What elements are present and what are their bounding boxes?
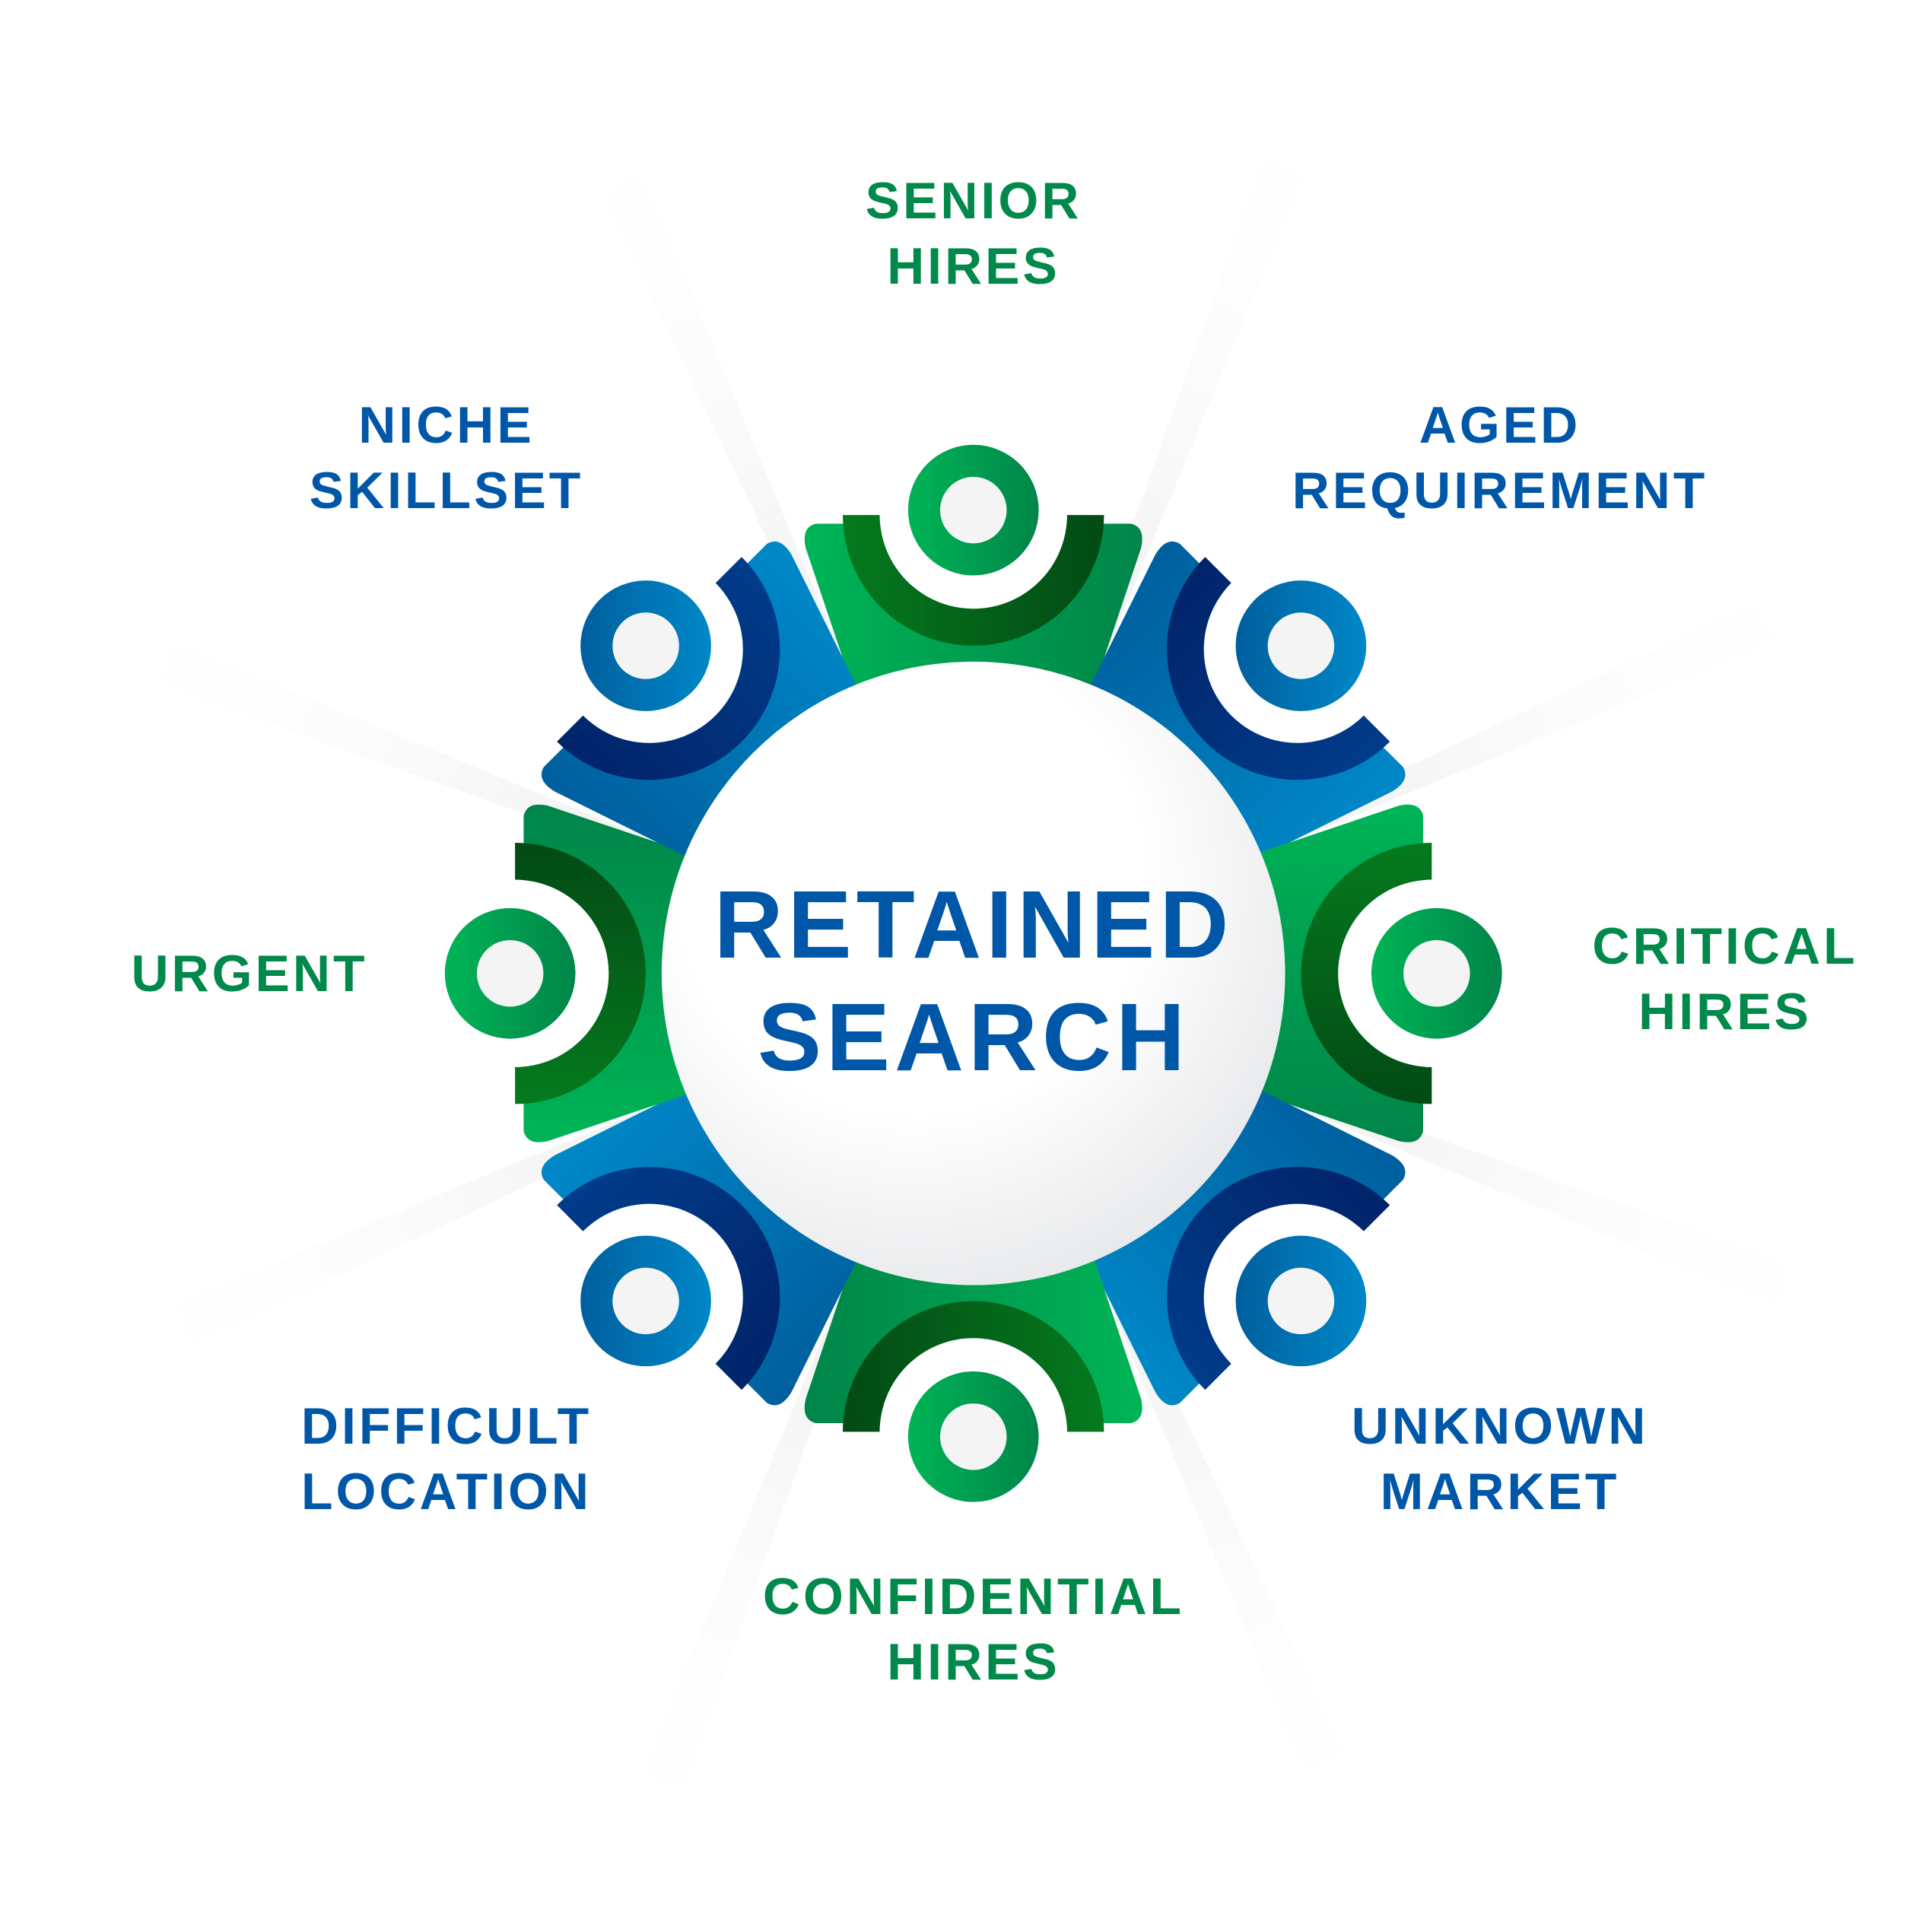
label-senior-hires: SENIOR HIRES bbox=[866, 168, 1082, 299]
figure-head bbox=[1235, 1235, 1367, 1367]
figure-arms bbox=[557, 557, 780, 780]
figure-head bbox=[1235, 580, 1367, 711]
figure-head bbox=[907, 444, 1039, 576]
person-figure-blue bbox=[1090, 1090, 1406, 1406]
label-line: AGED bbox=[1419, 396, 1581, 454]
label-line: HIRES bbox=[887, 237, 1060, 295]
label-line: URGENT bbox=[131, 945, 368, 1003]
person-figure-green bbox=[804, 1259, 1142, 1502]
figure-head bbox=[580, 580, 711, 711]
person-figure-blue bbox=[1090, 542, 1406, 857]
label-unknown-market: UNKNOWN MARKET bbox=[1352, 1393, 1649, 1524]
label-line: NICHE bbox=[358, 396, 535, 454]
person-figure-blue bbox=[542, 542, 857, 857]
figure-arms bbox=[557, 1167, 780, 1390]
figure-head bbox=[1371, 907, 1502, 1039]
label-critical-hires: CRITICAL HIRES bbox=[1592, 914, 1857, 1044]
figure-arms bbox=[1167, 1167, 1390, 1390]
center-title: RETAINED SEARCH bbox=[714, 869, 1234, 1094]
label-line: UNKNOWN bbox=[1351, 1397, 1649, 1455]
center-title-line1: RETAINED bbox=[713, 871, 1234, 978]
label-line: CONFIDENTIAL bbox=[762, 1568, 1185, 1625]
center-disc bbox=[661, 661, 1285, 1285]
label-difficult-location: DIFFICULT LOCATION bbox=[301, 1393, 592, 1524]
figure-arms bbox=[843, 515, 1104, 646]
label-line: LOCATION bbox=[300, 1463, 593, 1520]
figure-arms bbox=[515, 843, 646, 1104]
label-line: SENIOR bbox=[865, 172, 1082, 230]
figure-head bbox=[580, 1235, 711, 1367]
label-line: CRITICAL bbox=[1592, 917, 1858, 975]
label-line: HIRES bbox=[887, 1633, 1060, 1691]
center-title-line2: SEARCH bbox=[757, 983, 1190, 1091]
label-line: REQUIREMENT bbox=[1292, 462, 1708, 520]
figure-arms bbox=[1301, 843, 1432, 1104]
label-line: HIRES bbox=[1638, 983, 1812, 1041]
figure-arms bbox=[1167, 557, 1390, 780]
label-confidential-hires: CONFIDENTIAL HIRES bbox=[763, 1564, 1184, 1695]
figure-head bbox=[907, 1371, 1039, 1502]
label-niche-skillset: NICHE SKILLSET bbox=[310, 392, 584, 523]
figure-arms bbox=[843, 1301, 1104, 1432]
person-figure-green bbox=[1259, 804, 1502, 1142]
figure-head bbox=[444, 907, 576, 1039]
person-figure-green bbox=[804, 444, 1142, 688]
label-line: DIFFICULT bbox=[300, 1397, 593, 1455]
label-line: MARKET bbox=[1380, 1463, 1620, 1520]
person-figure-green bbox=[444, 804, 688, 1142]
person-figure-blue bbox=[542, 1090, 857, 1406]
label-line: SKILLSET bbox=[309, 462, 584, 520]
label-aged-requirement: AGED REQUIREMENT bbox=[1292, 392, 1708, 523]
label-urgent: URGENT bbox=[131, 941, 367, 1006]
